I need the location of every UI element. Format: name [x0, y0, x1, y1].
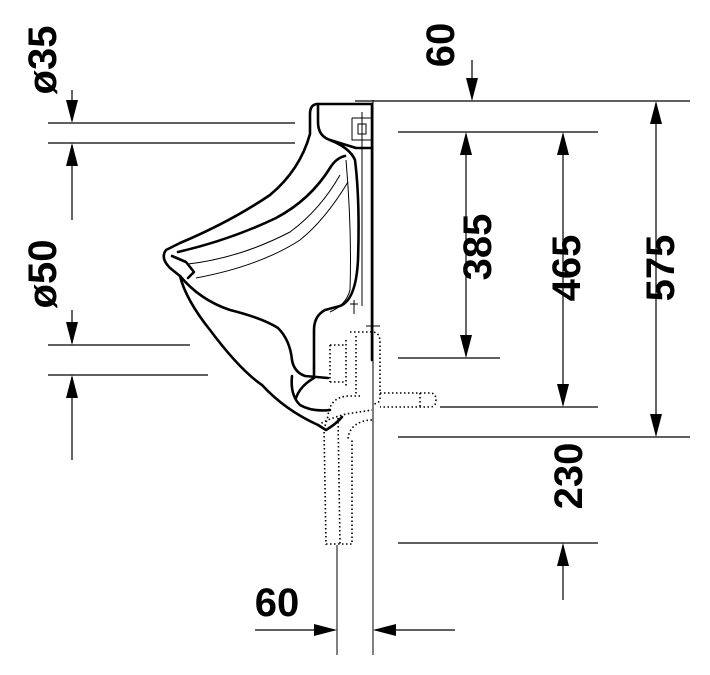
dim-label-230: 230 [547, 443, 591, 510]
dim-label-60-bottom: 60 [255, 581, 300, 625]
dimension-575 [650, 101, 662, 437]
dim-label-575: 575 [639, 235, 683, 302]
extension-lines [48, 100, 690, 655]
dim-label-dia50: ø50 [21, 240, 65, 309]
siphon-pipework [317, 331, 437, 545]
dimension-labels: 60 ø35 ø50 385 465 575 230 60 [21, 23, 683, 625]
dim-label-60-top: 60 [419, 23, 463, 68]
dimension-465 [557, 132, 569, 407]
dimension-60-bottom [255, 624, 455, 636]
dimension-dia50 [66, 310, 78, 460]
dimension-60-top [466, 60, 478, 101]
urinal-body [162, 102, 380, 432]
dim-label-dia35: ø35 [21, 26, 65, 95]
dim-label-385: 385 [456, 214, 500, 281]
dim-label-465: 465 [545, 235, 589, 302]
dimension-230 [557, 543, 569, 600]
dimension-dia35 [66, 90, 78, 220]
dimension-385 [460, 132, 472, 358]
